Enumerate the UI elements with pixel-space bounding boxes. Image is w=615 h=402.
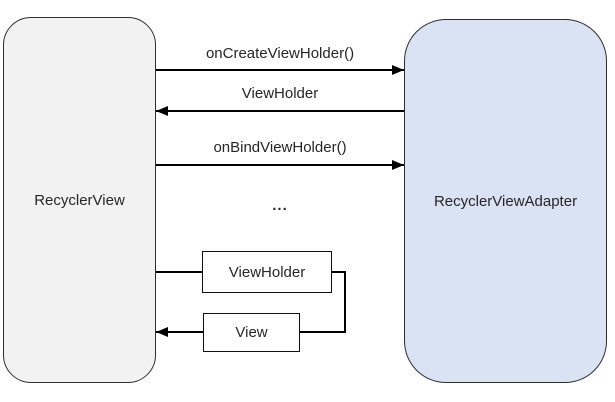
message-onbindviewholder-label: onBindViewHolder() xyxy=(213,139,347,156)
arrow-oncreateviewholder-line xyxy=(156,69,404,71)
arrow-left-icon xyxy=(156,106,168,116)
box-viewholder: ViewHolder xyxy=(202,251,332,293)
message-viewholder-label: ViewHolder xyxy=(241,85,319,102)
message-oncreateviewholder-label: onCreateViewHolder() xyxy=(205,45,355,62)
node-recyclerview: RecyclerView xyxy=(3,17,156,383)
box-view: View xyxy=(203,313,300,352)
connector-viewholder-elbow-top xyxy=(332,271,346,273)
node-recyclerviewadapter: RecyclerViewAdapter xyxy=(404,19,607,383)
arrow-right-icon xyxy=(392,65,404,75)
ellipsis-label: ... xyxy=(272,197,288,214)
arrow-viewholder-line xyxy=(156,110,404,112)
connector-viewholder-elbow-bottom xyxy=(300,331,346,333)
node-recyclerviewadapter-label: RecyclerViewAdapter xyxy=(433,192,578,210)
connector-recyclerview-to-viewholder xyxy=(156,271,202,273)
node-recyclerview-label: RecyclerView xyxy=(34,191,125,209)
box-viewholder-label: ViewHolder xyxy=(228,263,306,281)
connector-viewholder-elbow-vertical xyxy=(344,271,346,333)
box-view-label: View xyxy=(235,324,268,341)
arrow-onbindviewholder-line xyxy=(156,164,404,166)
arrow-view-return-line xyxy=(156,331,203,333)
arrow-right-icon xyxy=(392,160,404,170)
arrow-left-icon xyxy=(156,327,168,337)
